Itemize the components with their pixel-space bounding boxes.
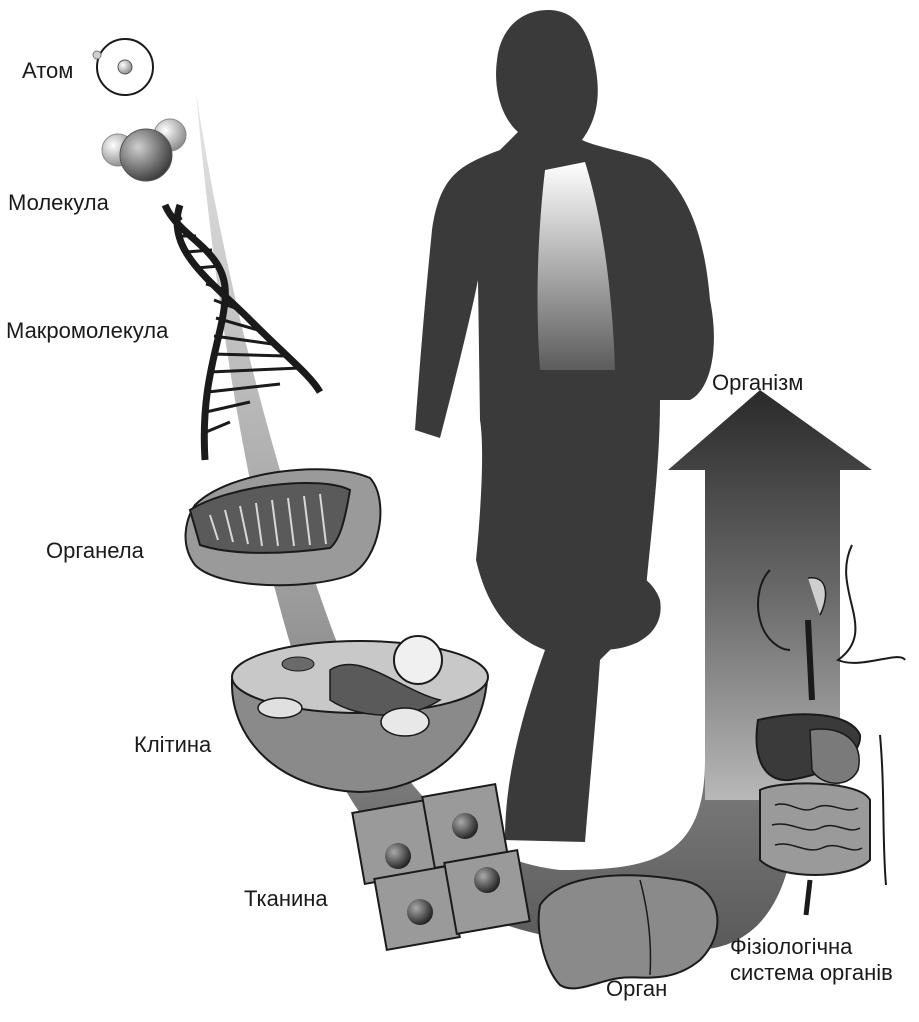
molecule-icon xyxy=(102,119,186,181)
label-atom: Атом xyxy=(22,58,73,84)
label-macromolecule: Макромолекула xyxy=(6,318,168,344)
atom-icon xyxy=(93,39,153,95)
mitochondrion-icon xyxy=(186,469,381,585)
cell-icon xyxy=(232,636,488,792)
label-organelle: Органела xyxy=(46,538,144,564)
liver-icon xyxy=(539,875,718,988)
label-cell: Клітина xyxy=(134,732,211,758)
label-molecule: Молекула xyxy=(8,190,109,216)
tissue-icon xyxy=(352,784,529,950)
label-organism: Організм xyxy=(712,370,803,396)
label-organ-system: Фізіологічна система органів xyxy=(730,934,893,986)
label-organ: Орган xyxy=(606,976,667,1002)
label-organ-system-line1: Фізіологічна xyxy=(730,934,893,960)
label-tissue: Тканина xyxy=(244,886,328,912)
label-organ-system-line2: система органів xyxy=(730,960,893,986)
